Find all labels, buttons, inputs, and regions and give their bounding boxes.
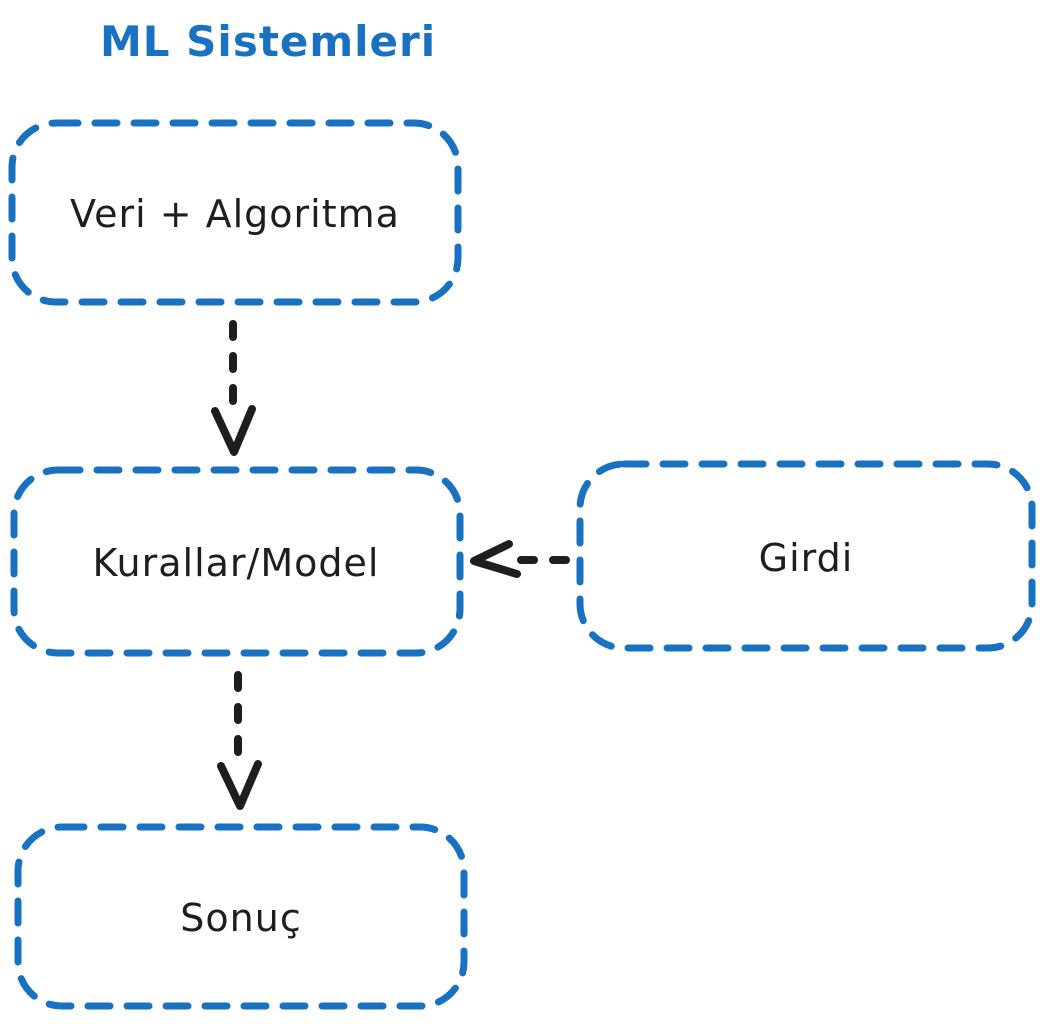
- node-girdi: Girdi: [576, 460, 1036, 652]
- edge-veri-to-model: [211, 320, 256, 456]
- node-veri-algoritma-border: [8, 119, 462, 306]
- edge-girdi-to-model-arrowhead-icon: [470, 540, 521, 578]
- edge-model-to-sonuc: [217, 671, 262, 810]
- node-sonuc: Sonuç: [14, 823, 468, 1010]
- node-sonuc-border: [14, 823, 468, 1010]
- node-veri-algoritma-label: Veri + Algoritma: [70, 192, 400, 236]
- node-girdi-label: Girdi: [759, 536, 854, 580]
- node-girdi-border: [576, 460, 1036, 652]
- node-veri-algoritma: Veri + Algoritma: [8, 119, 462, 306]
- diagram-title: ML Sistemleri: [100, 17, 436, 66]
- edge-girdi-to-model: [470, 540, 570, 578]
- node-kurallar-model-border: [10, 466, 464, 657]
- node-kurallar-model-label: Kurallar/Model: [93, 541, 380, 585]
- edge-veri-to-model-arrowhead-icon: [211, 405, 256, 456]
- edge-model-to-sonuc-arrowhead-icon: [217, 760, 262, 810]
- node-kurallar-model: Kurallar/Model: [10, 466, 464, 657]
- node-sonuc-label: Sonuç: [180, 896, 301, 940]
